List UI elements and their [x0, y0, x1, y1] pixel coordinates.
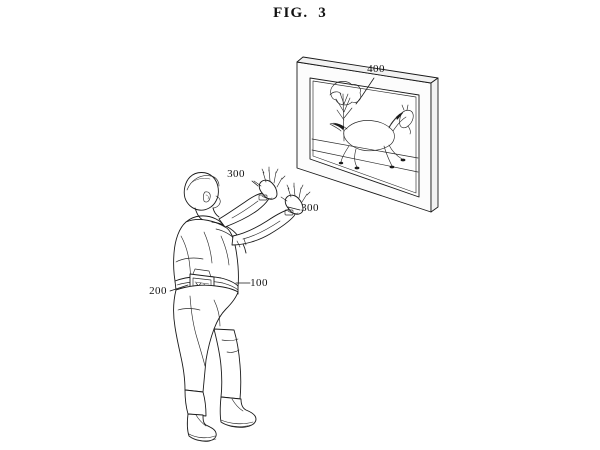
horse-hindleg-1	[354, 148, 358, 168]
person-ear-inner	[205, 194, 209, 200]
boot-near-sole-line	[188, 433, 216, 439]
person-ear	[203, 191, 211, 203]
glove-fingers-right	[280, 185, 308, 203]
hand-sensor-left	[253, 166, 286, 201]
person-head	[183, 172, 219, 211]
module-clip	[192, 268, 212, 278]
horse-tail-shade	[332, 123, 344, 130]
boot-far-crease	[231, 398, 244, 412]
glove-sensor-left	[258, 194, 268, 201]
horse-muzzle	[407, 125, 411, 135]
screen-horizon-line	[311, 138, 419, 159]
ref-numeral-300-left: 300	[227, 168, 245, 180]
torso-fold-4	[175, 257, 204, 263]
horse-body	[343, 120, 395, 152]
leader-300-right	[287, 206, 301, 211]
leg-far-crease	[221, 338, 239, 341]
belt-center-line	[176, 280, 239, 291]
torso-fold-3	[220, 235, 230, 266]
horse-hoof-1	[389, 165, 395, 169]
figure-title: FIG. 3	[273, 5, 327, 21]
ref-numeral-300-right: 300	[301, 202, 319, 214]
glove-sensor-right	[284, 209, 294, 216]
glove-fingertips-left	[261, 166, 286, 180]
person-trousers	[173, 284, 239, 393]
trousers-crease-3	[213, 299, 221, 327]
horse-ears	[401, 104, 409, 111]
person-arm-far	[218, 192, 270, 228]
person-boot-near	[186, 413, 217, 442]
display-device	[296, 56, 439, 213]
horse-hoof-2	[400, 158, 406, 162]
arm-near-stitch	[236, 238, 247, 248]
screen-horse	[329, 104, 414, 170]
leg-far-crease-2	[226, 349, 240, 353]
display-right-edge	[430, 77, 439, 213]
horse-hoof-3	[354, 166, 360, 170]
leader-200	[169, 284, 189, 292]
arm-far-crease	[231, 200, 259, 219]
display-screen-inset	[312, 80, 417, 194]
torso-fold-2	[203, 231, 213, 264]
person-neck-front	[212, 207, 220, 218]
horse-hindleg-2	[340, 145, 350, 163]
person-leg-near-lower	[184, 389, 207, 417]
ref-numeral-100: 100	[250, 277, 268, 289]
leader-400	[355, 77, 375, 105]
standing-person	[173, 166, 311, 442]
boot-far-sole-edge	[221, 422, 255, 427]
tree-canopy-detail	[329, 91, 342, 96]
glove-fingers-left	[253, 169, 283, 188]
boot-near-crease	[195, 414, 207, 427]
screen-image	[311, 81, 419, 173]
person-face-profile	[212, 195, 221, 209]
ref-numeral-200: 200	[149, 285, 167, 297]
ref-numeral-400: 400	[367, 63, 385, 75]
horse-foreleg-2	[388, 144, 403, 160]
trousers-crease-2	[177, 308, 201, 311]
boot-far-sole-line	[220, 419, 254, 425]
horse-foreleg-1	[383, 145, 393, 167]
glove-fingertips-right	[286, 182, 311, 196]
horse-mane-shade	[396, 113, 403, 120]
glove-palm-left	[258, 179, 278, 200]
screen-ground-line	[311, 149, 419, 173]
horse-hoof-4	[338, 161, 344, 165]
person-hair-detail	[189, 177, 211, 185]
boot-near-sole-edge	[189, 436, 217, 441]
arm-near-crease	[242, 220, 281, 240]
leader-300-left	[251, 180, 259, 187]
person-boot-far	[219, 396, 257, 428]
